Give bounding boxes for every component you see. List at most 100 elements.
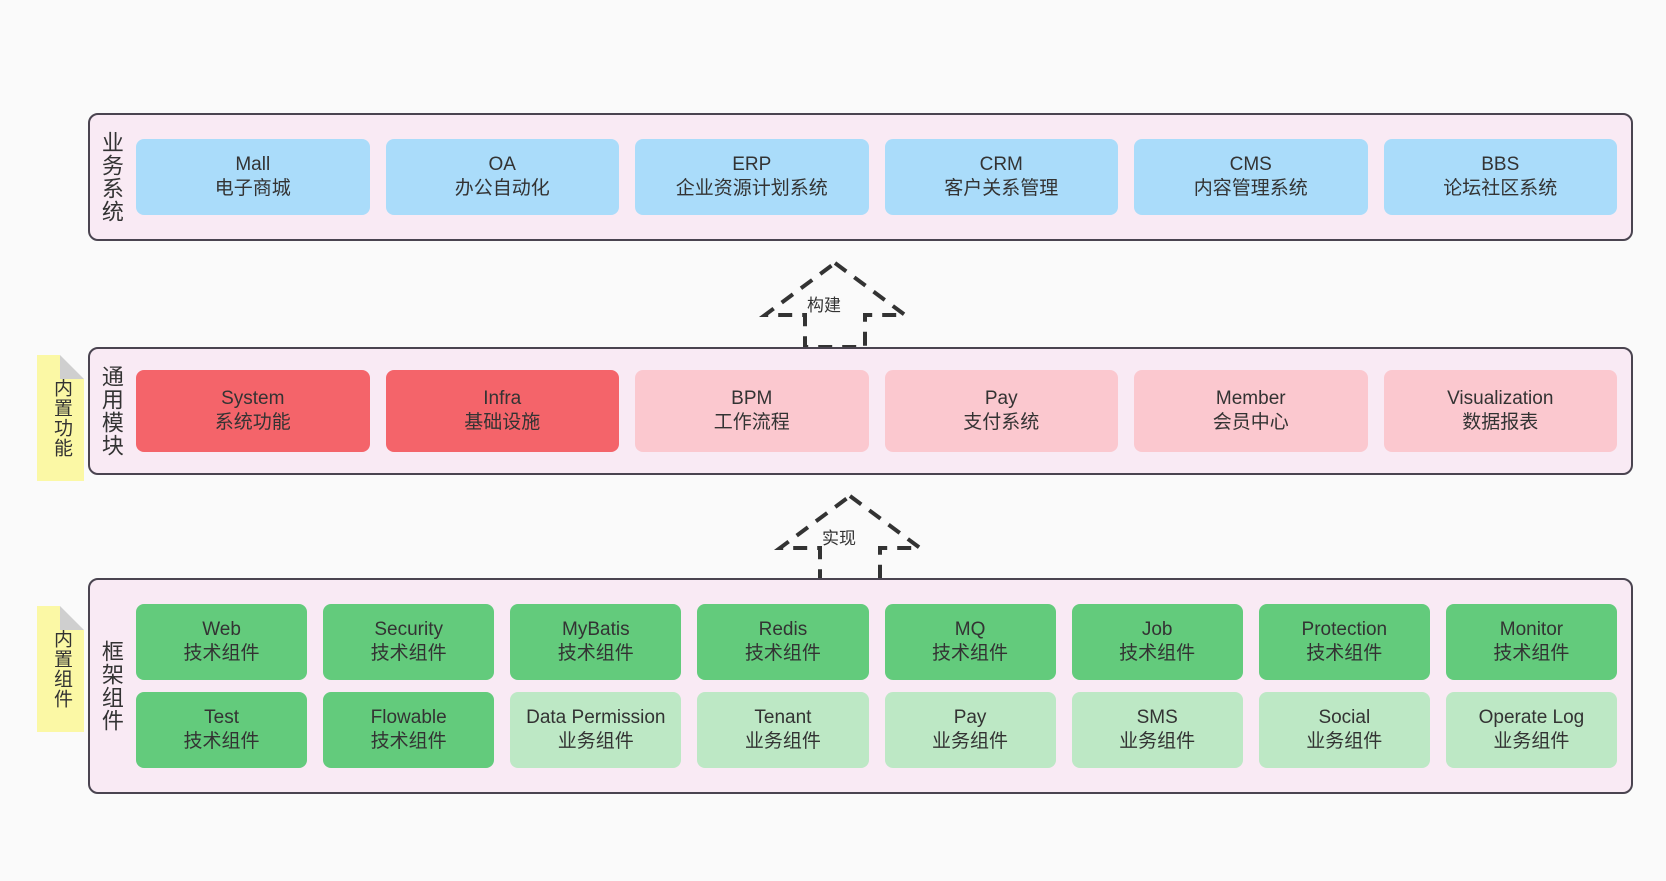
card-subtitle: 技术组件 bbox=[1306, 643, 1383, 664]
framework-card-social[interactable]: Social 业务组件 bbox=[1258, 692, 1430, 768]
note-fold-icon bbox=[60, 606, 84, 630]
business-card-erp[interactable]: ERP 企业资源计划系统 bbox=[635, 139, 869, 215]
card-title: Flowable bbox=[370, 706, 447, 728]
card-title: CMS bbox=[1229, 153, 1272, 175]
card-title: Member bbox=[1215, 387, 1286, 409]
card-subtitle: 业务组件 bbox=[932, 731, 1009, 752]
card-title: Visualization bbox=[1447, 387, 1554, 409]
framework-card-flowable[interactable]: Flowable 技术组件 bbox=[323, 692, 495, 768]
card-subtitle: 办公自动化 bbox=[454, 178, 550, 199]
framework-card-web[interactable]: Web 技术组件 bbox=[136, 604, 308, 680]
card-subtitle: 技术组件 bbox=[744, 643, 821, 664]
card-title: Pay bbox=[953, 706, 987, 728]
sticky-note-builtin-function: 内置功能 bbox=[37, 355, 84, 481]
card-title: Mall bbox=[235, 153, 271, 175]
card-subtitle: 技术组件 bbox=[1493, 643, 1570, 664]
business-card-oa[interactable]: OA 办公自动化 bbox=[385, 139, 619, 215]
card-subtitle: 工作流程 bbox=[713, 412, 790, 433]
common-card-bpm[interactable]: BPM 工作流程 bbox=[635, 370, 869, 452]
framework-card-job[interactable]: Job 技术组件 bbox=[1071, 604, 1243, 680]
card-title: Monitor bbox=[1499, 618, 1564, 640]
card-subtitle: 业务组件 bbox=[1306, 731, 1383, 752]
framework-components-label: 框架组件 bbox=[98, 640, 124, 732]
framework-components-grid: Web 技术组件 Security 技术组件 MyBatis 技术组件 Redi… bbox=[132, 580, 1631, 792]
business-card-cms[interactable]: CMS 内容管理系统 bbox=[1134, 139, 1368, 215]
card-title: Operate Log bbox=[1478, 706, 1585, 728]
card-subtitle: 内容管理系统 bbox=[1193, 178, 1308, 199]
framework-card-security[interactable]: Security 技术组件 bbox=[323, 604, 495, 680]
card-subtitle: 技术组件 bbox=[183, 643, 260, 664]
connector-build: 构建 bbox=[750, 255, 920, 350]
card-subtitle: 会员中心 bbox=[1212, 412, 1289, 433]
card-title: MyBatis bbox=[562, 618, 630, 640]
card-subtitle: 技术组件 bbox=[557, 643, 634, 664]
card-title: Web bbox=[202, 618, 241, 640]
card-title: Redis bbox=[758, 618, 808, 640]
connector-implement: 实现 bbox=[765, 488, 935, 583]
card-title: Data Permission bbox=[526, 706, 666, 728]
business-card-mall[interactable]: Mall 电子商城 bbox=[136, 139, 370, 215]
business-card-crm[interactable]: CRM 客户关系管理 bbox=[884, 139, 1118, 215]
common-card-member[interactable]: Member 会员中心 bbox=[1134, 370, 1368, 452]
card-subtitle: 技术组件 bbox=[370, 643, 447, 664]
card-title: Job bbox=[1141, 618, 1173, 640]
card-title: MQ bbox=[954, 618, 986, 640]
common-modules-band: 通用模块 System 系统功能 Infra 基础设施 BPM 工作流程 Pay… bbox=[88, 347, 1633, 475]
business-systems-band: 业务系统 Mall 电子商城 OA 办公自动化 ERP 企业资源计划系统 CRM… bbox=[88, 113, 1633, 241]
framework-components-band: 框架组件 Web 技术组件 Security 技术组件 MyBatis 技术组件… bbox=[88, 578, 1633, 794]
card-title: CRM bbox=[979, 153, 1023, 175]
card-title: BPM bbox=[731, 387, 773, 409]
common-card-visualization[interactable]: Visualization 数据报表 bbox=[1383, 370, 1617, 452]
card-title: Pay bbox=[984, 387, 1018, 409]
card-title: BBS bbox=[1481, 153, 1520, 175]
common-card-infra[interactable]: Infra 基础设施 bbox=[385, 370, 619, 452]
card-subtitle: 系统功能 bbox=[214, 412, 291, 433]
note-fold-icon bbox=[60, 355, 84, 379]
common-card-system[interactable]: System 系统功能 bbox=[136, 370, 370, 452]
card-subtitle: 企业资源计划系统 bbox=[675, 178, 828, 199]
card-title: Test bbox=[204, 706, 239, 728]
card-subtitle: 技术组件 bbox=[932, 643, 1009, 664]
connector-implement-label: 实现 bbox=[822, 529, 856, 548]
card-title: ERP bbox=[732, 153, 772, 175]
card-subtitle: 技术组件 bbox=[1119, 643, 1196, 664]
framework-card-mq[interactable]: MQ 技术组件 bbox=[884, 604, 1056, 680]
common-modules-cards: System 系统功能 Infra 基础设施 BPM 工作流程 Pay 支付系统… bbox=[132, 349, 1631, 473]
card-subtitle: 论坛社区系统 bbox=[1443, 178, 1558, 199]
sticky-note-builtin-component: 内置组件 bbox=[37, 606, 84, 732]
card-title: Tenant bbox=[754, 706, 812, 728]
framework-card-test[interactable]: Test 技术组件 bbox=[136, 692, 308, 768]
card-title: Protection bbox=[1301, 618, 1388, 640]
card-subtitle: 技术组件 bbox=[183, 731, 260, 752]
common-card-pay[interactable]: Pay 支付系统 bbox=[884, 370, 1118, 452]
sticky-note-text: 内置组件 bbox=[50, 629, 72, 709]
framework-card-sms[interactable]: SMS 业务组件 bbox=[1071, 692, 1243, 768]
framework-card-monitor[interactable]: Monitor 技术组件 bbox=[1445, 604, 1617, 680]
card-subtitle: 数据报表 bbox=[1462, 412, 1539, 433]
card-title: SMS bbox=[1136, 706, 1178, 728]
business-card-bbs[interactable]: BBS 论坛社区系统 bbox=[1383, 139, 1617, 215]
framework-card-tenant[interactable]: Tenant 业务组件 bbox=[697, 692, 869, 768]
card-title: System bbox=[221, 387, 285, 409]
framework-card-pay[interactable]: Pay 业务组件 bbox=[884, 692, 1056, 768]
card-subtitle: 支付系统 bbox=[963, 412, 1040, 433]
card-subtitle: 基础设施 bbox=[464, 412, 541, 433]
business-systems-cards: Mall 电子商城 OA 办公自动化 ERP 企业资源计划系统 CRM 客户关系… bbox=[132, 115, 1631, 239]
framework-card-redis[interactable]: Redis 技术组件 bbox=[697, 604, 869, 680]
card-subtitle: 业务组件 bbox=[557, 731, 634, 752]
card-subtitle: 电子商城 bbox=[214, 178, 291, 199]
framework-row-business: Test 技术组件 Flowable 技术组件 Data Permission … bbox=[136, 692, 1617, 768]
framework-row-technical: Web 技术组件 Security 技术组件 MyBatis 技术组件 Redi… bbox=[136, 604, 1617, 680]
card-subtitle: 业务组件 bbox=[744, 731, 821, 752]
card-subtitle: 技术组件 bbox=[370, 731, 447, 752]
connector-build-label: 构建 bbox=[807, 296, 841, 315]
business-systems-label: 业务系统 bbox=[98, 131, 124, 223]
framework-card-protection[interactable]: Protection 技术组件 bbox=[1258, 604, 1430, 680]
framework-card-mybatis[interactable]: MyBatis 技术组件 bbox=[510, 604, 682, 680]
card-title: Social bbox=[1318, 706, 1371, 728]
framework-card-operate-log[interactable]: Operate Log 业务组件 bbox=[1445, 692, 1617, 768]
sticky-note-text: 内置功能 bbox=[50, 378, 72, 458]
card-subtitle: 客户关系管理 bbox=[944, 178, 1059, 199]
card-title: Infra bbox=[483, 387, 522, 409]
framework-card-data-permission[interactable]: Data Permission 业务组件 bbox=[510, 692, 682, 768]
